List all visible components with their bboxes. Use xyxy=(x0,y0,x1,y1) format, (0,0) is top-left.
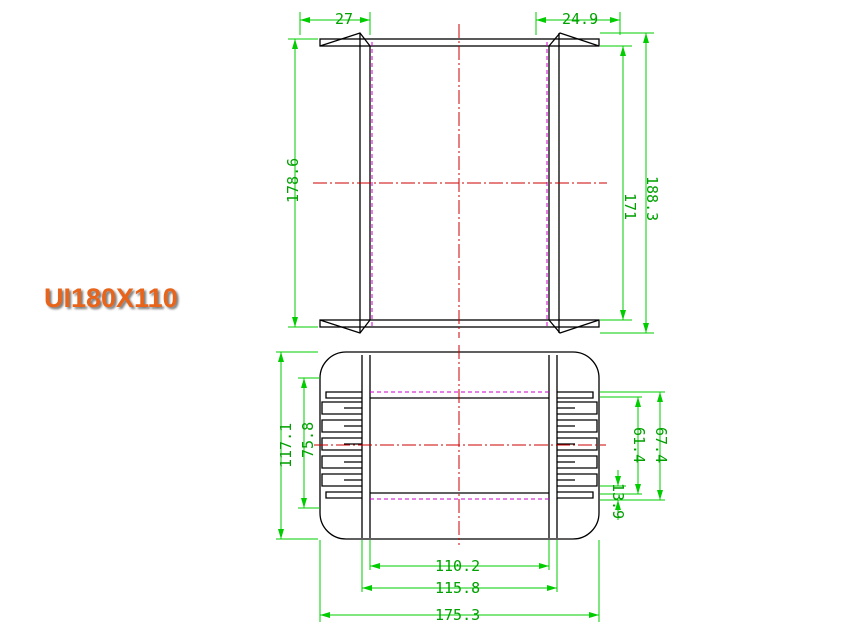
dim-width-inner: 110.2 xyxy=(435,557,480,575)
left-slot-centers xyxy=(344,407,362,481)
dim-bottom-left-outer: 117.1 xyxy=(277,423,295,468)
dim-inner-height: 171 xyxy=(621,193,639,220)
dim-bottom-right-outer: 67.4 xyxy=(652,427,670,463)
dim-bottom-right-inner: 61.4 xyxy=(630,427,648,463)
dim-width-outer: 175.3 xyxy=(435,606,480,624)
dim-bottom-right-small: 13.9 xyxy=(609,483,627,519)
dim-left-height: 178.6 xyxy=(284,158,302,203)
dim-top-left-width: 27 xyxy=(335,10,353,28)
dim-width-mid: 115.8 xyxy=(435,579,480,597)
bottom-dimensions xyxy=(276,351,665,622)
diagram-title: UI180X110 xyxy=(44,283,178,313)
bottom-view xyxy=(314,345,606,545)
dim-top-right-width: 24.9 xyxy=(562,10,598,28)
top-dimensions xyxy=(288,12,654,334)
right-pin-slots xyxy=(557,391,598,499)
top-view xyxy=(313,24,607,338)
dim-bottom-left-inner: 75.8 xyxy=(299,422,317,458)
left-pin-slots xyxy=(321,391,362,499)
dim-outer-height: 188.3 xyxy=(643,176,661,221)
right-slot-centers xyxy=(557,407,575,481)
